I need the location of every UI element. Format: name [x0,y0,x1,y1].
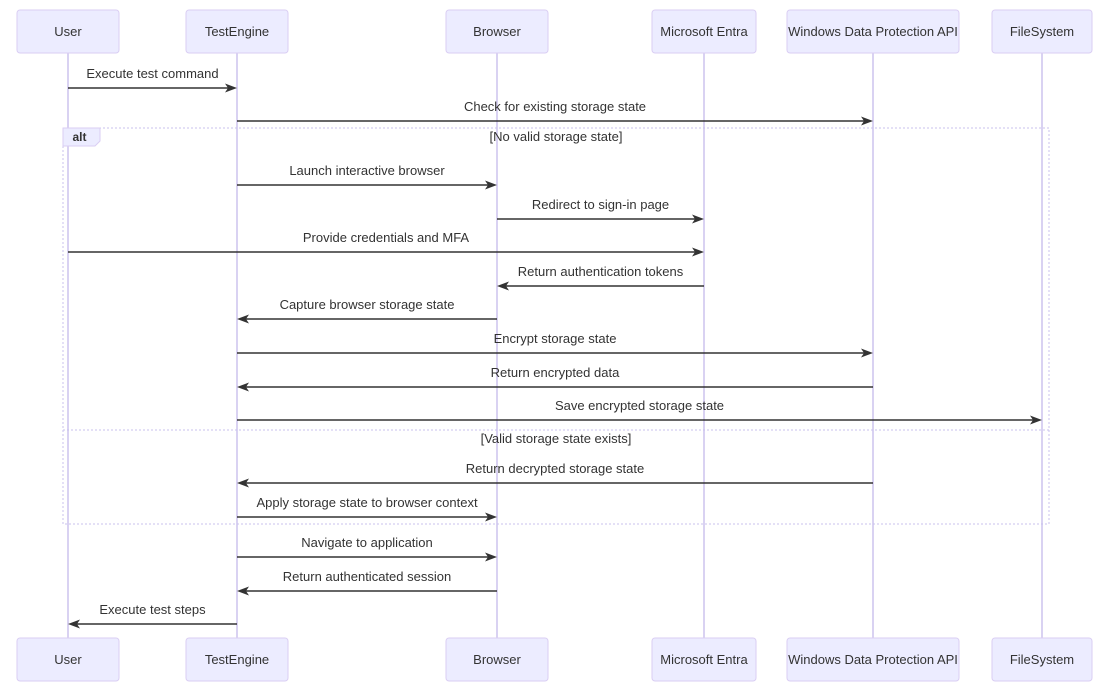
message-arrowhead-1 [861,116,873,126]
message-label-12: Navigate to application [301,535,433,550]
message-label-7: Encrypt storage state [494,331,617,346]
participant-browser-bottom-box [445,637,549,682]
participant-wdpa-bottom-box [786,637,960,682]
participant-wdpa-top-box [786,9,960,54]
participant-browser-bottom-label: Browser [473,652,521,667]
message-arrowhead-14 [68,619,80,629]
participant-user-top-label: User [54,24,82,39]
message-label-14: Execute test steps [99,602,206,617]
participant-user-bottom-box [16,637,120,682]
message-label-10: Return decrypted storage state [466,461,645,476]
message-arrowhead-6 [237,314,249,324]
message-label-4: Provide credentials and MFA [303,230,470,245]
message-label-1: Check for existing storage state [464,99,646,114]
message-arrowhead-3 [692,214,704,224]
alt-label: alt [72,130,86,144]
message-label-0: Execute test command [86,66,218,81]
message-arrowhead-7 [861,348,873,358]
message-arrowhead-5 [497,281,509,291]
participant-filesystem-top-label: FileSystem [1010,24,1074,39]
participant-wdpa-top-label: Windows Data Protection API [788,24,958,39]
message-arrowhead-8 [237,382,249,392]
participant-user-top-box [16,9,120,54]
participant-browser-top-label: Browser [473,24,521,39]
alt-condition-1: [Valid storage state exists] [481,431,632,446]
message-arrowhead-12 [485,552,497,562]
alt-condition-0: [No valid storage state] [490,129,623,144]
message-arrowhead-2 [485,180,497,190]
message-arrowhead-4 [692,247,704,257]
message-label-9: Save encrypted storage state [555,398,724,413]
participant-entra-top-box [651,9,757,54]
message-label-3: Redirect to sign-in page [532,197,669,212]
alt-frame [62,127,1050,525]
participant-user-bottom-label: User [54,652,82,667]
message-label-11: Apply storage state to browser context [256,495,478,510]
participant-testengine-bottom-label: TestEngine [205,652,269,667]
participant-filesystem-bottom-box [991,637,1093,682]
participant-entra-bottom-box [651,637,757,682]
participant-testengine-top-box [185,9,289,54]
message-arrowhead-0 [225,83,237,93]
message-label-6: Capture browser storage state [280,297,455,312]
message-arrowhead-11 [485,512,497,522]
message-label-8: Return encrypted data [491,365,620,380]
participant-entra-bottom-label: Microsoft Entra [660,652,748,667]
message-label-5: Return authentication tokens [518,264,684,279]
message-arrowhead-9 [1030,415,1042,425]
message-arrowhead-10 [237,478,249,488]
participant-wdpa-bottom-label: Windows Data Protection API [788,652,958,667]
participant-filesystem-bottom-label: FileSystem [1010,652,1074,667]
participant-entra-top-label: Microsoft Entra [660,24,748,39]
alt-label-box [62,127,101,147]
participant-filesystem-top-box [991,9,1093,54]
participant-browser-top-box [445,9,549,54]
message-label-2: Launch interactive browser [289,163,445,178]
participant-testengine-top-label: TestEngine [205,24,269,39]
message-label-13: Return authenticated session [283,569,451,584]
participant-testengine-bottom-box [185,637,289,682]
message-arrowhead-13 [237,586,249,596]
